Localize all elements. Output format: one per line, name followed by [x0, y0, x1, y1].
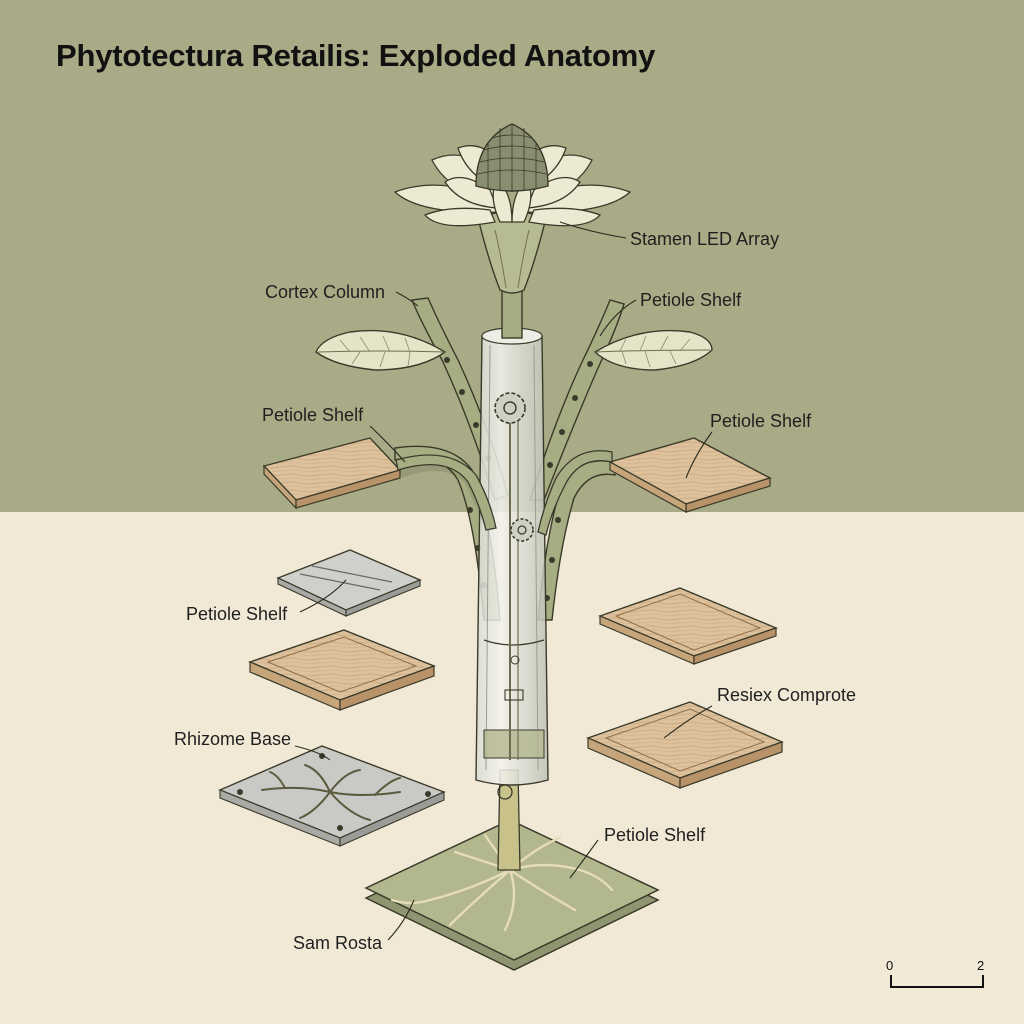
- label-petiole-shelf-mid-left: Petiole Shelf: [262, 405, 364, 425]
- leader-petiole-lower-left: [299, 579, 347, 613]
- right-leaf: [593, 329, 713, 371]
- leader-petiole-bottom: [569, 839, 599, 879]
- scale-bar-end-label: 2: [977, 958, 985, 973]
- leader-cortex: [395, 291, 419, 307]
- label-resiex-comprote: Resiex Comprote: [717, 685, 857, 705]
- rhizome-base-plate: [218, 745, 446, 847]
- lower-gear: [510, 518, 534, 542]
- leader-petiole-mid-right: [685, 431, 713, 479]
- shelf-mid-left: [262, 437, 497, 531]
- leader-petiole-mid-left: [369, 425, 406, 463]
- label-petiole-shelf-lower-left: Petiole Shelf: [186, 604, 288, 624]
- upper-gear: [494, 392, 526, 424]
- label-cortex-column: Cortex Column: [265, 282, 386, 302]
- label-petiole-shelf-mid-right: Petiole Shelf: [710, 411, 812, 431]
- label-petiole-shelf-upper-right: Petiole Shelf: [640, 290, 742, 310]
- label-rhizome-base: Rhizome Base: [174, 729, 292, 749]
- leader-lines: [294, 221, 713, 941]
- leader-resiex: [663, 705, 713, 739]
- leader-petiole-upper-right: [599, 299, 637, 337]
- label-sam-rosta: Sam Rosta: [293, 933, 383, 953]
- scale-bar-start-label: 0: [886, 958, 894, 973]
- leader-sam-rosta: [387, 899, 415, 941]
- flower-stem: [477, 210, 547, 339]
- label-stamen-led-array: Stamen LED Array: [630, 229, 780, 249]
- diagram-title: Phytotectura Retailis: Exploded Anatomy: [56, 38, 656, 73]
- scale-bar: [890, 975, 984, 988]
- flower-center: [475, 123, 549, 192]
- left-leaf: [315, 329, 447, 371]
- shelf-right-upper: [598, 587, 778, 665]
- leader-rhizome: [294, 745, 331, 761]
- leader-stamen: [559, 221, 627, 239]
- shelf-right-lower: [586, 701, 784, 789]
- cortex-column: [475, 327, 549, 786]
- shelf-lower-left: [248, 629, 436, 711]
- label-petiole-shelf-bottom: Petiole Shelf: [604, 825, 706, 845]
- shelf-mid-right: [537, 437, 772, 536]
